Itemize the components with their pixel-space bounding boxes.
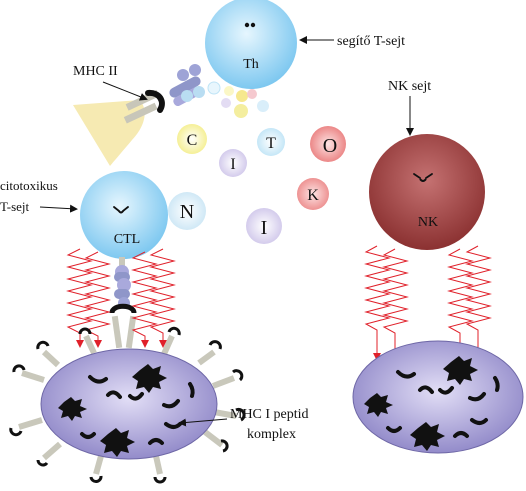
ctl-cell-label: CTL — [114, 232, 140, 247]
mhc2-label: MHC II — [73, 64, 118, 79]
cytotoxic-label-line2: T-sejt — [0, 199, 30, 214]
mhc1-annotation: MHC I peptid komplex — [178, 407, 309, 442]
th-cell-label: Th — [243, 57, 259, 72]
apc-cell — [73, 89, 165, 166]
cytokine-granules — [207, 81, 269, 118]
cytokine-letter-n: N — [180, 201, 194, 223]
nk-cell: NK — [369, 134, 485, 250]
helper-t-annotation: segítő T-sejt — [299, 34, 405, 49]
helper-t-label: segítő T-sejt — [337, 34, 405, 49]
cytokine-letter-i: I — [230, 156, 235, 173]
nk-perforin-signals — [364, 245, 492, 361]
target-cell-right — [352, 340, 524, 454]
helper-t-cell: Th — [205, 0, 297, 89]
ctl-perforin-signals — [66, 248, 176, 348]
target-cell-left — [9, 326, 246, 484]
mhc2-annotation: MHC II — [73, 64, 148, 101]
helper-tcr — [169, 64, 205, 107]
cytotoxic-annotation: citotoxikus T-sejt — [0, 178, 78, 214]
cytokine-letter-i-2: I — [261, 217, 268, 239]
cytokine-letter-t: T — [266, 135, 276, 152]
cytokine-letter-o: O — [323, 135, 337, 157]
mhc1-label-line2: komplex — [247, 427, 296, 442]
ctl-tcr-complex — [109, 257, 137, 349]
cytokine-letter-k: K — [307, 187, 319, 204]
cytokine-letter-c: C — [187, 132, 198, 149]
nk-label: NK sejt — [388, 79, 431, 94]
cytokine-bubbles: C T O I K N I — [168, 124, 346, 244]
nk-annotation: NK sejt — [388, 79, 431, 136]
cytotoxic-label-line1: citotoxikus — [0, 178, 58, 193]
mhc1-label-line1: MHC I peptid — [230, 407, 309, 422]
nk-cell-label: NK — [418, 215, 438, 230]
ctl-cell: CTL — [80, 171, 168, 259]
